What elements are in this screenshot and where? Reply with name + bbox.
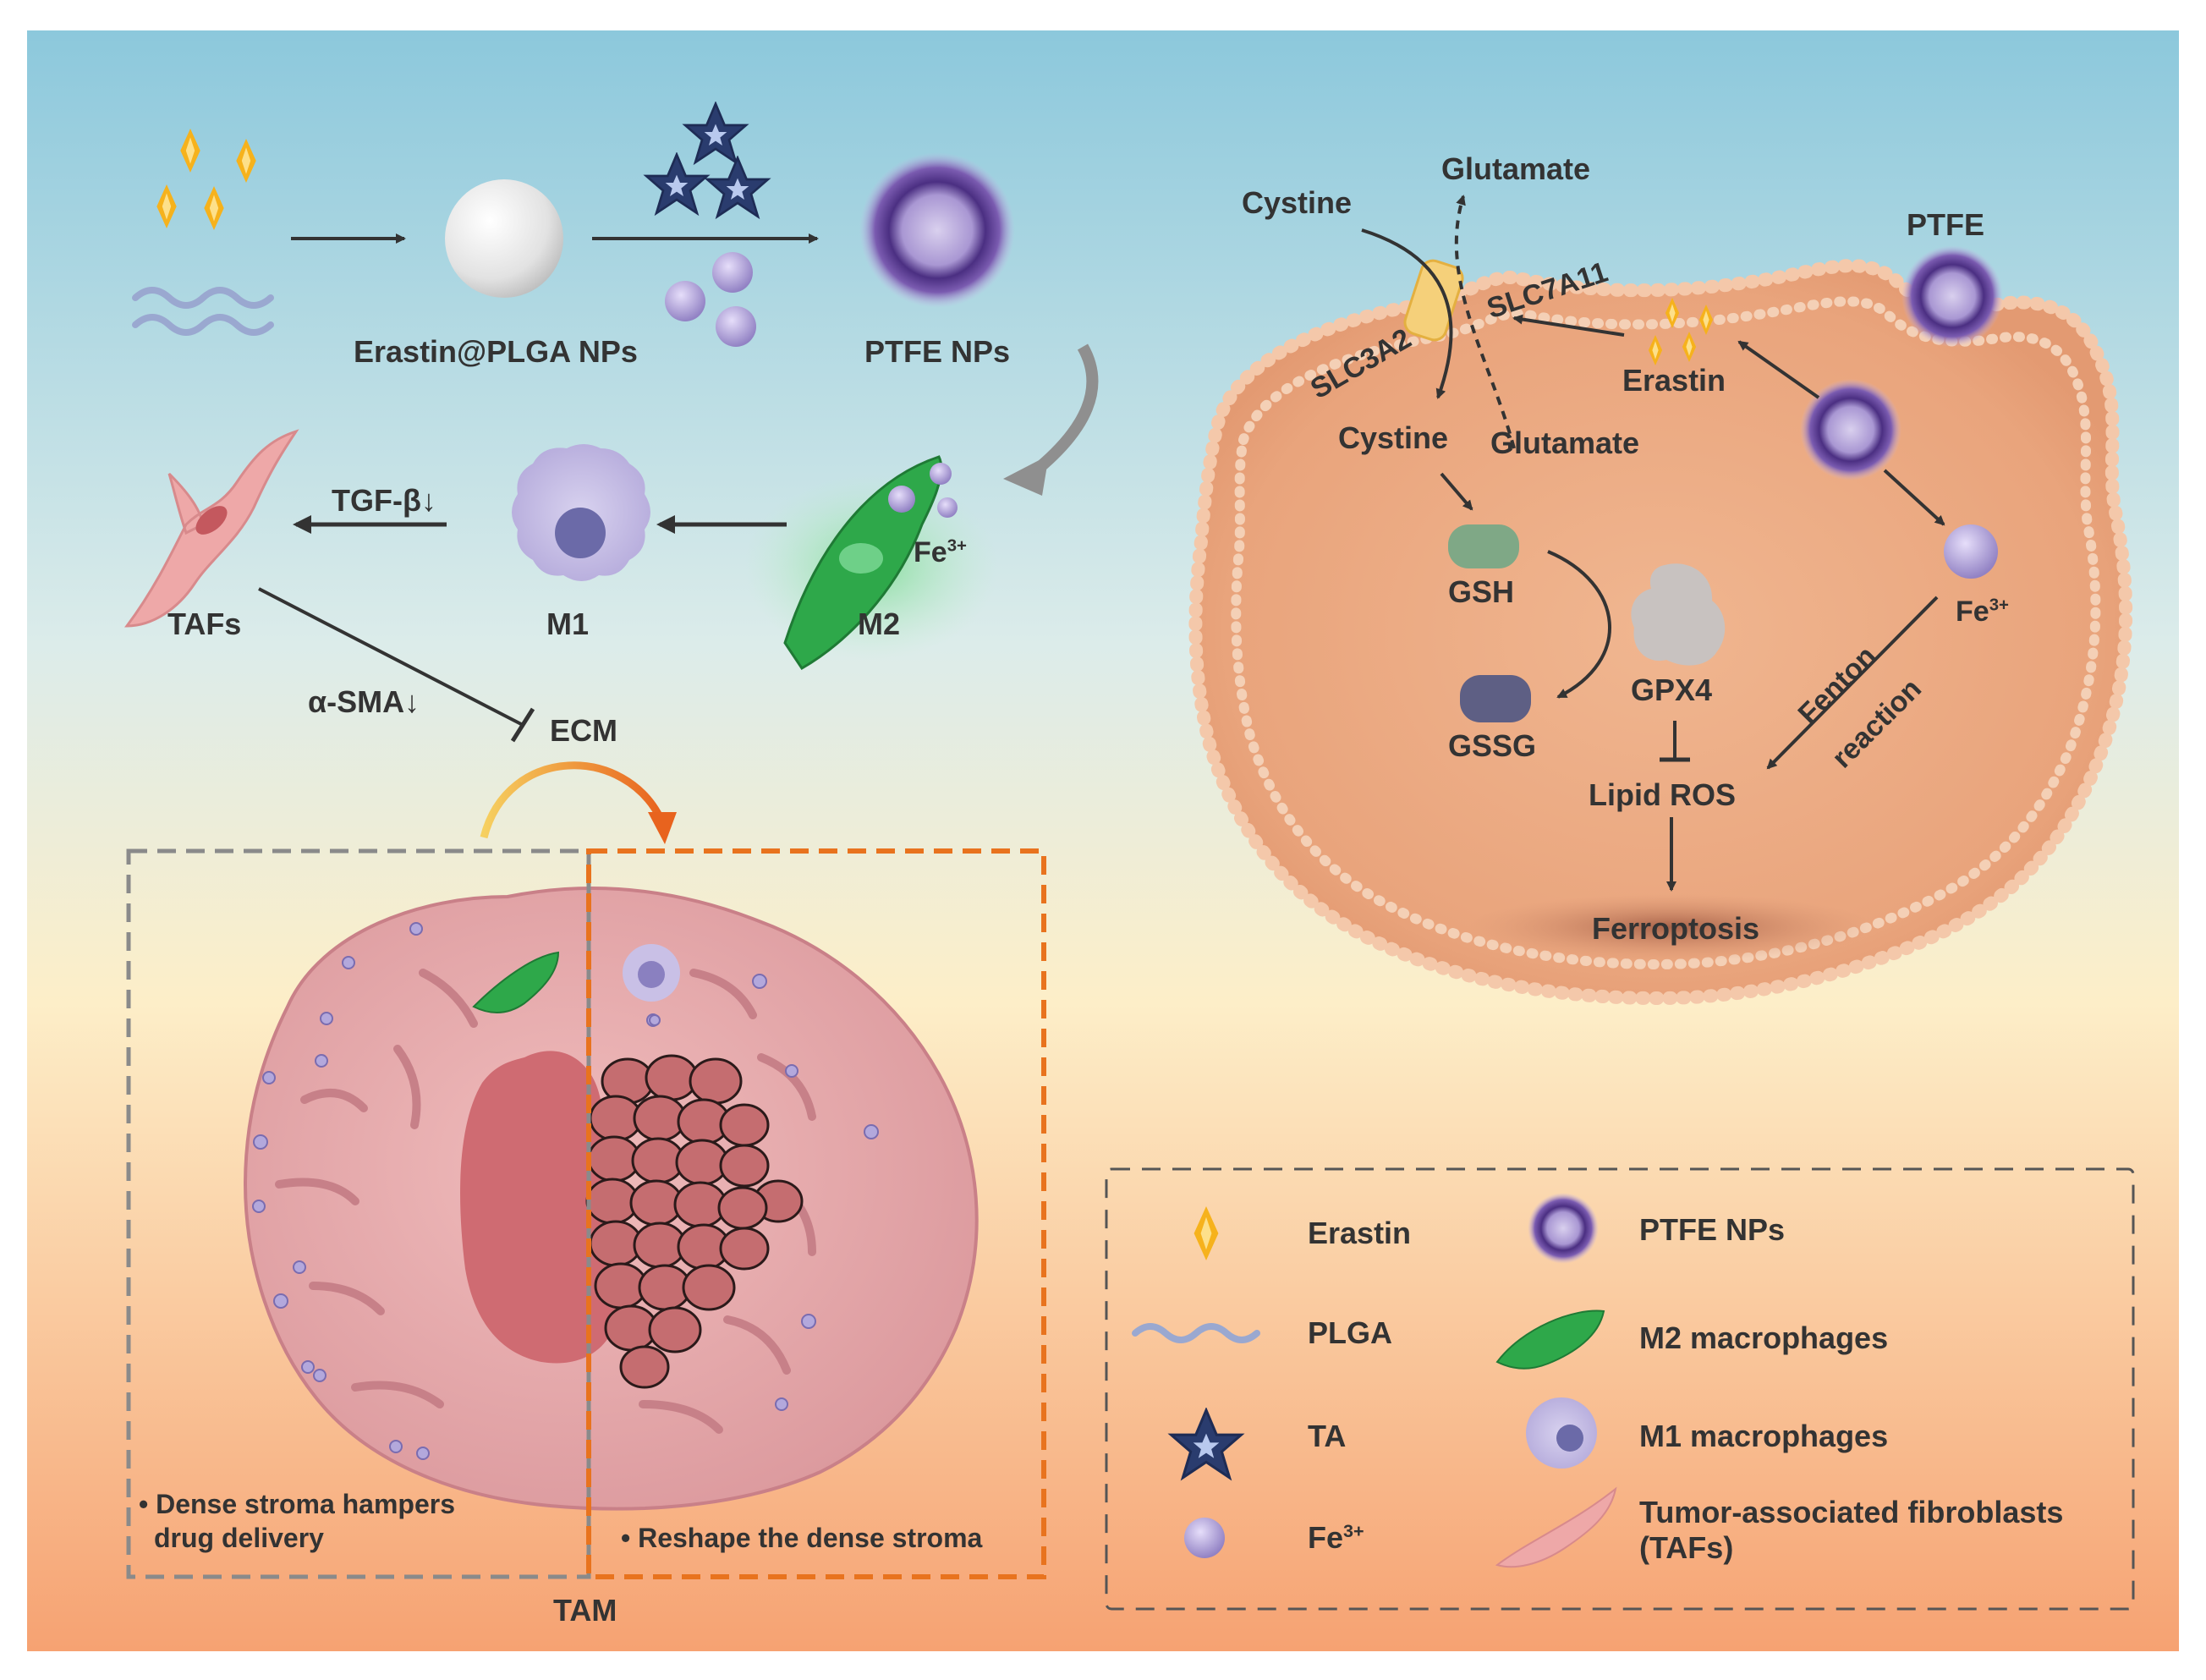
arrow-erastin-to-slc bbox=[1512, 314, 1625, 337]
inhibit-bar bbox=[510, 707, 535, 743]
legend-ptfe-icon bbox=[1528, 1193, 1599, 1264]
ptfe-np-icon bbox=[859, 152, 1015, 308]
fe-particles-icon bbox=[665, 252, 756, 347]
cystine-import-arrow bbox=[1361, 228, 1453, 399]
legend-fe-label: Fe3+ bbox=[1308, 1520, 1364, 1555]
ecm-arrow-head bbox=[648, 812, 677, 844]
gsh-icon bbox=[1448, 524, 1519, 568]
m1-label: M1 bbox=[546, 607, 590, 641]
ptfe-outside-icon bbox=[1901, 245, 2003, 347]
tumor-m1-nucleus bbox=[638, 961, 665, 988]
m2-fe-particle-1 bbox=[888, 486, 915, 513]
gssg-label: GSSG bbox=[1448, 728, 1537, 763]
right-dashed-box bbox=[586, 848, 1046, 1579]
cystine-inside-label: Cystine bbox=[1338, 420, 1449, 455]
m2-fe-particle-2 bbox=[930, 463, 952, 485]
tumor-fe-particles bbox=[252, 922, 879, 1460]
taf-nucleus bbox=[195, 506, 228, 535]
plga-wave-icon bbox=[132, 287, 274, 336]
tumor-cell-cluster bbox=[585, 1054, 804, 1389]
dense-stroma-note-line2: drug delivery bbox=[154, 1523, 324, 1553]
ecm-label: ECM bbox=[550, 713, 617, 748]
arrow-ptfe-to-erastin bbox=[1737, 340, 1820, 399]
m2-nucleus bbox=[839, 543, 883, 574]
fe-cell-icon bbox=[1944, 524, 1998, 579]
gsh-label: GSH bbox=[1448, 574, 1515, 609]
legend-m2-icon bbox=[1495, 1309, 1605, 1370]
curved-arrow-head bbox=[1003, 455, 1049, 496]
legend-fe-icon bbox=[1184, 1518, 1225, 1558]
gpx4-icon bbox=[1631, 563, 1726, 666]
gpx4-label: GPX4 bbox=[1631, 673, 1713, 707]
legend-m2-label: M2 macrophages bbox=[1639, 1320, 1889, 1355]
ptfe-inside-icon bbox=[1800, 379, 1901, 480]
arrow-gsh-to-gssg bbox=[1547, 550, 1611, 699]
reshape-stroma-note: • Reshape the dense stroma bbox=[621, 1523, 983, 1553]
cell-membrane-inner bbox=[1231, 296, 2101, 970]
fe-cell-label: Fe3+ bbox=[1956, 596, 2009, 628]
tgf-beta-label: TGF-β↓ bbox=[332, 483, 436, 518]
legend-ta-label: TA bbox=[1308, 1419, 1347, 1453]
cystine-outside-label: Cystine bbox=[1242, 185, 1353, 220]
ptfe-np-label: PTFE NPs bbox=[864, 334, 1011, 369]
legend-m1-label: M1 macrophages bbox=[1639, 1419, 1889, 1453]
glutamate-outside-label: Glutamate bbox=[1441, 151, 1591, 186]
alpha-sma-label: α-SMA↓ bbox=[308, 684, 420, 719]
m2-fe-particle-3 bbox=[937, 497, 958, 518]
legend-ptfe-label: PTFE NPs bbox=[1639, 1212, 1786, 1247]
gssg-icon bbox=[1460, 675, 1531, 722]
tafs-label: TAFs bbox=[167, 607, 242, 641]
lipid-ros-label: Lipid ROS bbox=[1589, 777, 1736, 812]
erastin-cell-label: Erastin bbox=[1622, 363, 1726, 398]
legend-tafs-label-line2: (TAFs) bbox=[1639, 1530, 1734, 1565]
m2-fe-label: Fe3+ bbox=[914, 536, 967, 568]
erastin-plga-np-sphere bbox=[445, 179, 563, 298]
inhibit-line-tafs-ecm bbox=[258, 587, 525, 727]
legend-taf-icon bbox=[1495, 1486, 1617, 1568]
tam-label: TAM bbox=[553, 1593, 617, 1628]
glutamate-export-arrow bbox=[1454, 195, 1516, 449]
legend-plga-label: PLGA bbox=[1308, 1315, 1393, 1350]
slc-transporter-icon bbox=[1403, 259, 1464, 342]
arrow-fe-to-lipid-ros bbox=[1766, 596, 1939, 770]
dense-stroma-note-line1: • Dense stroma hampers bbox=[139, 1489, 456, 1519]
ptfe-outside-label: PTFE bbox=[1907, 207, 1985, 242]
ferroptosis-shadow bbox=[1468, 893, 1874, 961]
tumor-m2-macrophage-icon bbox=[472, 951, 560, 1014]
legend-tafs-label-line1: Tumor-associated fibroblasts bbox=[1639, 1495, 2064, 1529]
legend-m1-nucleus bbox=[1556, 1425, 1583, 1452]
arrow-ptfe-to-fe bbox=[1883, 469, 1945, 526]
legend-plga-icon bbox=[1132, 1323, 1260, 1343]
erastin-plga-np-label: Erastin@PLGA NPs bbox=[354, 334, 638, 369]
m1-nucleus bbox=[555, 508, 606, 558]
arrow-cystine-to-gsh bbox=[1440, 472, 1473, 511]
glutamate-inside-label: Glutamate bbox=[1490, 425, 1640, 460]
ecm-curved-arrow bbox=[480, 761, 666, 839]
curved-arrow-to-m2 bbox=[1028, 343, 1099, 479]
m2-label: M2 bbox=[858, 607, 901, 641]
ferroptosis-label: Ferroptosis bbox=[1592, 911, 1760, 946]
legend-erastin-label: Erastin bbox=[1308, 1216, 1412, 1250]
